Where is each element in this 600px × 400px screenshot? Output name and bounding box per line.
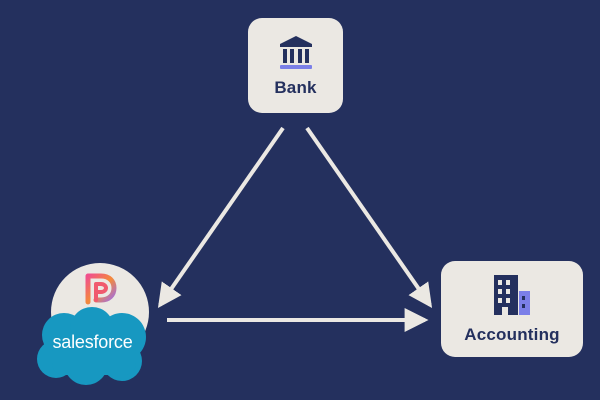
arrow-bank-to-crm bbox=[157, 126, 285, 308]
office-building-icon bbox=[494, 275, 530, 315]
salesforce-logo bbox=[37, 307, 146, 385]
accounting-label: Accounting bbox=[464, 325, 560, 344]
bank-building-icon bbox=[279, 35, 312, 69]
accounting-node[interactable]: Accounting bbox=[441, 261, 583, 357]
pd-logo-icon bbox=[85, 273, 117, 305]
bank-node[interactable]: Bank bbox=[248, 18, 343, 113]
salesforce-wordmark: salesforce bbox=[52, 332, 133, 352]
arrow-bank-to-accounting bbox=[305, 126, 433, 308]
bank-label: Bank bbox=[274, 77, 317, 97]
